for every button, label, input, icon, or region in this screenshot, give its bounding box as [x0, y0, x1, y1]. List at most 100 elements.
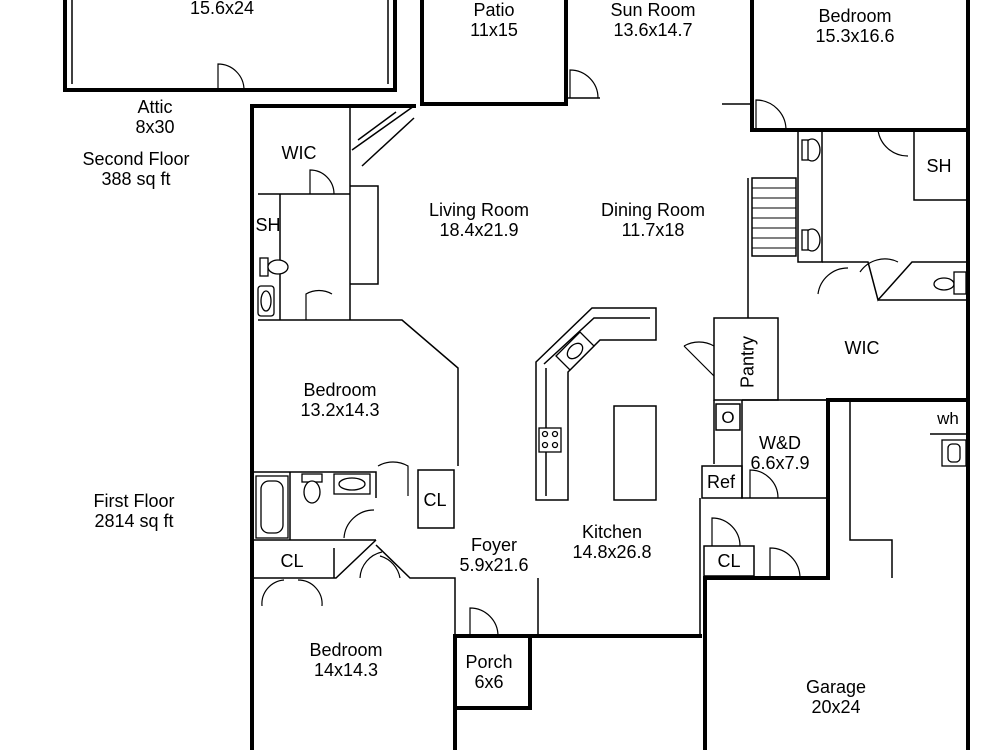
door-swing-icon — [877, 129, 909, 157]
room-bedroom-top-right: Bedroom 15.3x16.6 — [815, 6, 894, 46]
room-dining: Dining Room 11.7x18 — [601, 200, 705, 240]
room-cl-kitchen: CL — [717, 551, 740, 571]
label-oven-name: O — [721, 408, 735, 427]
room-attic-name: Attic — [137, 97, 173, 117]
room-wic-right: WIC — [845, 338, 880, 358]
room-bedroom-mid-left-name: Bedroom — [303, 380, 377, 400]
door-swing-icon — [359, 551, 401, 579]
room-dining-name: Dining Room — [600, 200, 706, 220]
door-swing-icon — [817, 258, 899, 295]
room-porch-dims: 6x6 — [474, 672, 504, 692]
floor-first-area: 2814 sq ft — [94, 511, 174, 531]
door-swing-icon — [309, 169, 335, 195]
room-kitchen: Kitchen 14.8x26.8 — [572, 522, 651, 562]
utility-walls — [699, 178, 968, 636]
door-swing-icon — [749, 469, 779, 499]
toilet-icon — [801, 138, 821, 162]
room-dining-dims: 11.7x18 — [621, 220, 685, 240]
room-porch-name: Porch — [465, 652, 513, 672]
room-cl-bath: CL — [280, 551, 303, 571]
room-living-name: Living Room — [428, 200, 530, 220]
room-wic-right-name: WIC — [844, 338, 880, 358]
room-sh-left-name: SH — [255, 215, 281, 235]
room-attic-dims: 8x30 — [135, 117, 175, 137]
room-cl-hall-name: CL — [423, 490, 447, 510]
door-swing-icon — [769, 547, 801, 579]
sink-icon — [555, 331, 595, 371]
door-swing-icon — [217, 63, 245, 91]
room-sun-room-dims: 13.6x14.7 — [613, 20, 693, 40]
room-patio-dims: 11x15 — [470, 20, 518, 40]
toilet-icon — [301, 473, 323, 504]
room-bedroom-mid-left: Bedroom 13.2x14.3 — [300, 380, 379, 420]
stove-icon — [538, 427, 562, 453]
kitchen-island — [613, 405, 657, 501]
room-kitchen-name: Kitchen — [581, 522, 643, 542]
room-sh-right-name: SH — [926, 156, 952, 176]
room-garage-name: Garage — [805, 677, 867, 697]
bedroom-top-right-walls — [722, 0, 970, 132]
room-bedroom-bottom-left: Bedroom 14x14.3 — [309, 640, 382, 680]
floor-first-name: First Floor — [93, 491, 175, 511]
toilet-icon — [259, 257, 289, 277]
floor-second: Second Floor 388 sq ft — [82, 149, 189, 189]
room-washer-dryer-name: W&D — [758, 433, 801, 453]
room-top-left-dims: 15.6x24 — [189, 0, 255, 18]
door-swing-icon — [305, 289, 333, 320]
room-garage-dims: 20x24 — [811, 697, 861, 717]
room-bedroom-bottom-left-name: Bedroom — [309, 640, 383, 660]
room-porch: Porch 6x6 — [465, 652, 512, 692]
floor-second-name: Second Floor — [82, 149, 190, 169]
room-living-dims: 18.4x21.9 — [439, 220, 519, 240]
label-wh: wh — [937, 409, 959, 429]
door-swing-icon — [261, 579, 323, 607]
room-living: Living Room 18.4x21.9 — [429, 200, 529, 240]
water-heater-icon — [930, 433, 968, 467]
sink-icon — [257, 285, 275, 317]
room-cl-hall: CL — [423, 490, 446, 510]
room-bedroom-bottom-left-dims: 14x14.3 — [313, 660, 379, 680]
room-patio: Patio 11x15 — [470, 0, 518, 40]
toilet-icon — [933, 271, 967, 295]
kitchen-counters — [535, 307, 657, 501]
room-bedroom-mid-left-dims: 13.2x14.3 — [300, 400, 380, 420]
room-garage: Garage 20x24 — [806, 677, 866, 717]
door-swing-icon — [343, 509, 375, 539]
room-bedroom-top-right-name: Bedroom — [818, 6, 892, 26]
room-sh-right: SH — [926, 156, 951, 176]
closet-hall-box — [417, 469, 455, 529]
door-swing-icon — [755, 99, 787, 131]
room-cl-bath-name: CL — [280, 551, 304, 571]
door-swing-icon — [469, 607, 499, 637]
label-ref-name: Ref — [706, 472, 736, 492]
room-patio-name: Patio — [473, 0, 515, 20]
room-kitchen-dims: 14.8x26.8 — [572, 542, 652, 562]
door-swing-icon — [683, 341, 715, 377]
room-foyer-dims: 5.9x21.6 — [459, 555, 529, 575]
top-left-room-walls — [63, 0, 397, 92]
door-swing-icon — [569, 69, 599, 99]
room-washer-dryer-dims: 6.6x7.9 — [750, 453, 810, 473]
room-foyer: Foyer 5.9x21.6 — [459, 535, 528, 575]
right-wing-walls — [797, 130, 968, 302]
label-wh-name: wh — [937, 409, 959, 428]
sink-icon — [333, 473, 371, 495]
room-sun-room-name: Sun Room — [610, 0, 696, 20]
room-top-left: 15.6x24 — [190, 0, 254, 18]
room-wic-left: WIC — [282, 143, 317, 163]
door-swing-icon — [711, 517, 741, 547]
room-foyer-name: Foyer — [470, 535, 517, 555]
room-sun-room: Sun Room 13.6x14.7 — [610, 0, 695, 40]
floor-second-area: 388 sq ft — [101, 169, 171, 189]
bathtub-icon — [255, 475, 289, 539]
label-ref: Ref — [707, 472, 735, 492]
room-sh-left: SH — [255, 215, 280, 235]
room-pantry-name: Pantry — [737, 335, 758, 389]
room-washer-dryer: W&D 6.6x7.9 — [750, 433, 809, 473]
patio-walls — [420, 0, 568, 106]
floor-first: First Floor 2814 sq ft — [94, 491, 175, 531]
room-wic-left-name: WIC — [281, 143, 317, 163]
room-cl-kitchen-name: CL — [717, 551, 741, 571]
room-attic: Attic 8x30 — [135, 97, 174, 137]
